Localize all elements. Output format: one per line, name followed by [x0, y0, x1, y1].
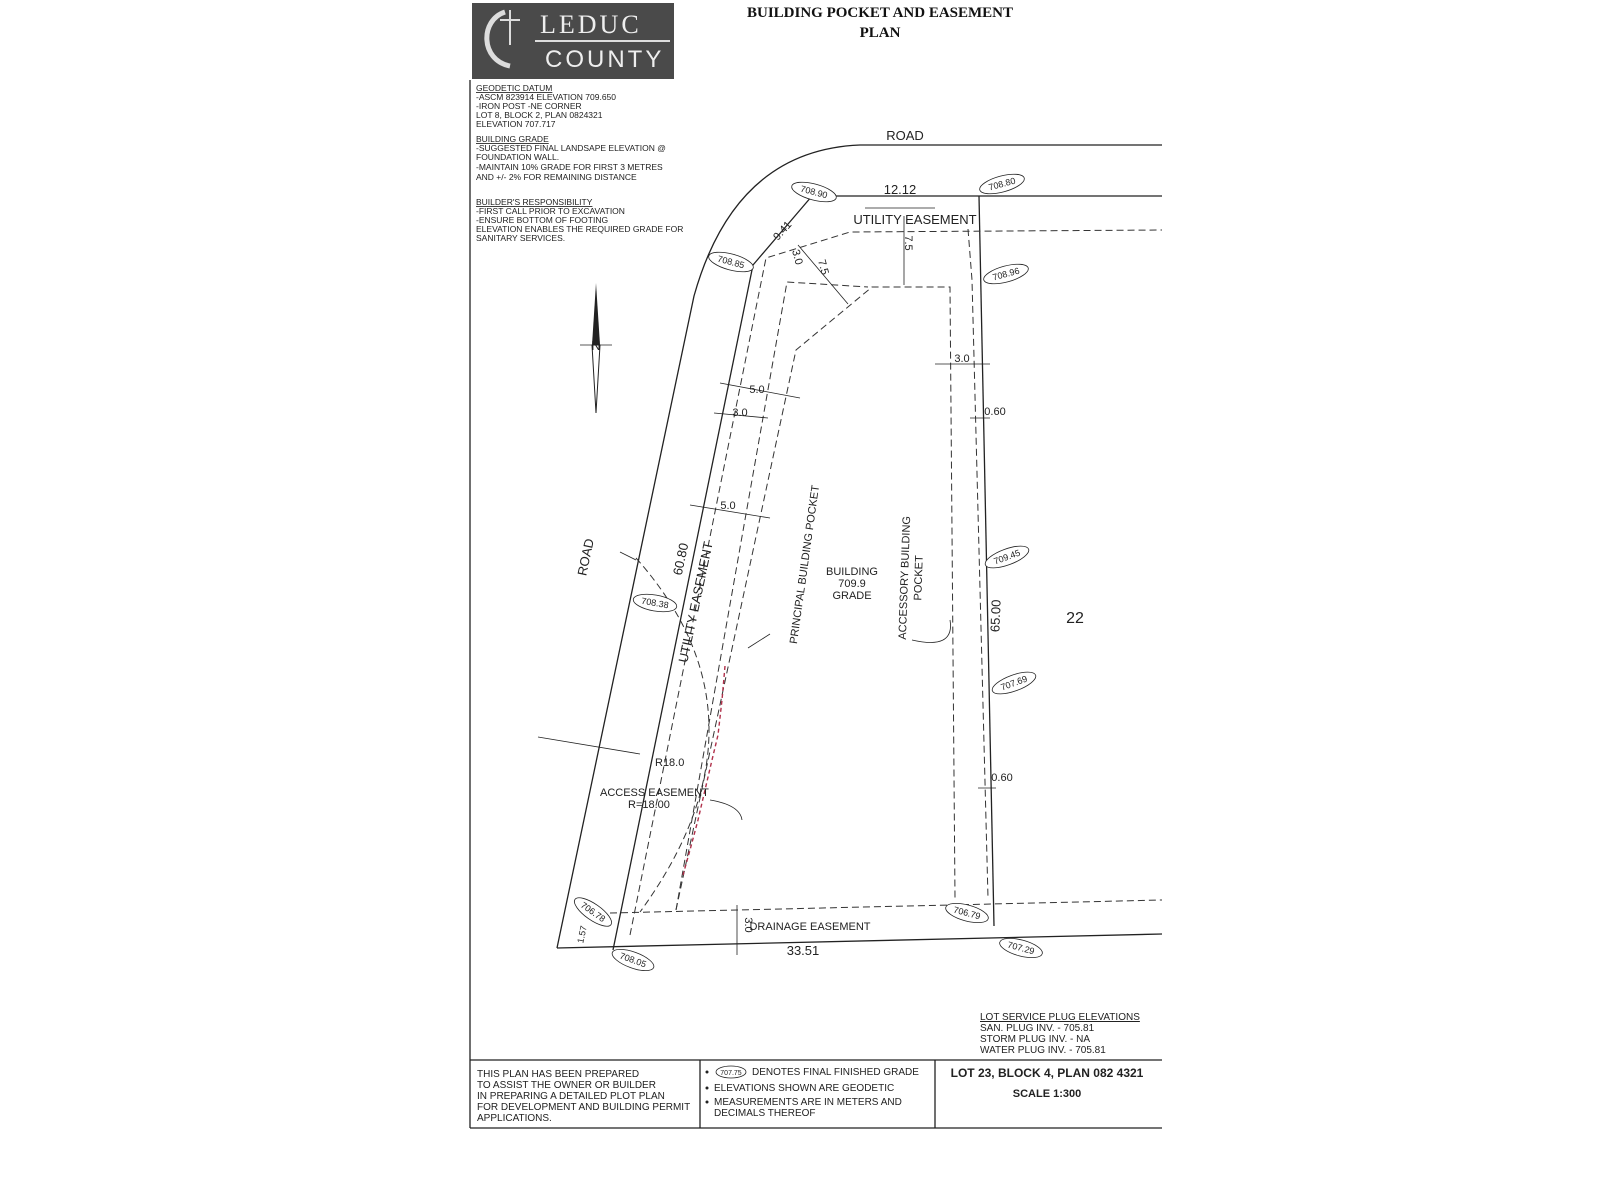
dim-west-3: 3.0 — [732, 407, 747, 419]
plan-title-line2: PLAN — [860, 25, 901, 41]
dim-chamfer-3: 3.0 — [789, 248, 805, 266]
dim-sw-small: 1.57 — [575, 925, 588, 944]
logo-text-county: COUNTY — [545, 46, 664, 73]
drainage-easement-label: DRAINAGE EASEMENT — [749, 921, 870, 933]
building-grade-value: 709.9 — [838, 578, 866, 590]
elevation-marker: 708.38 — [632, 593, 678, 613]
dim-top-easement: 7.5 — [902, 235, 914, 250]
builder-line: ELEVATION ENABLES THE REQUIRED GRADE FOR — [476, 224, 683, 234]
legend-finished-grade: DENOTES FINAL FINISHED GRADE — [752, 1067, 919, 1078]
elevation-marker: 706.78 — [574, 897, 612, 927]
road-label-top: ROAD — [886, 128, 924, 143]
north-arrow-icon: N — [580, 283, 612, 414]
elevation-marker: 707.69 — [991, 671, 1037, 695]
access-easement-label: ACCESS EASEMENT — [600, 787, 709, 799]
road-label-left: ROAD — [574, 537, 596, 577]
builder-heading: BUILDER'S RESPONSIBILITY — [476, 197, 593, 207]
elevation-marker: 708.05 — [611, 948, 655, 972]
legend-geodetic: ELEVATIONS SHOWN ARE GEODETIC — [714, 1083, 894, 1094]
geodetic-heading: GEODETIC DATUM — [476, 83, 552, 93]
legend-sample-elevation: 707.75 — [720, 1070, 742, 1077]
plan-title-line1: BUILDING POCKET AND EASEMENT — [747, 5, 1013, 21]
dim-left-frontage: 60.80 — [670, 542, 691, 577]
principal-building-pocket-label: PRINCIPAL BUILDING POCKET — [788, 484, 822, 645]
legend-measurements: MEASUREMENTS ARE IN METERS AND — [714, 1097, 902, 1108]
dim-south-side: 33.51 — [787, 943, 820, 958]
builder-line: -FIRST CALL PRIOR TO EXCAVATION — [476, 206, 625, 216]
grade-line: -MAINTAIN 10% GRADE FOR FIRST 3 METRES — [476, 162, 663, 172]
lot-service-plug-elevations: LOT SERVICE PLUG ELEVATIONS SAN. PLUG IN… — [980, 1012, 1140, 1056]
plug-heading: LOT SERVICE PLUG ELEVATIONS — [980, 1012, 1140, 1023]
dim-east-3: 3.0 — [954, 353, 969, 365]
neighbor-lot-number: 22 — [1066, 610, 1084, 627]
radius-label: R18.0 — [655, 757, 684, 769]
plan-scale: SCALE 1:300 — [1013, 1088, 1081, 1100]
building-grade-label: GRADE — [832, 590, 871, 602]
purpose-line: TO ASSIST THE OWNER OR BUILDER — [477, 1080, 656, 1091]
purpose-line: FOR DEVELOPMENT AND BUILDING PERMIT — [477, 1102, 690, 1113]
elevation-marker: 708.96 — [983, 263, 1029, 285]
grade-line: FOUNDATION WALL. — [476, 152, 559, 162]
plug-san: SAN. PLUG INV. - 705.81 — [980, 1023, 1095, 1034]
grade-line: -SUGGESTED FINAL LANDSAPE ELEVATION @ — [476, 143, 666, 153]
dim-west-5a: 5.0 — [749, 384, 764, 396]
easement-dashed-lines — [629, 228, 1163, 936]
dimension-ticks — [689, 207, 996, 955]
plug-water: WATER PLUG INV. - 705.81 — [980, 1045, 1106, 1056]
legend-decimals: DECIMALS THEREOF — [714, 1108, 816, 1119]
leduc-county-logo: LEDUC COUNTY — [472, 3, 674, 79]
north-label: N — [591, 338, 600, 353]
accessory-pocket-label-1: ACCESSORY BUILDING — [897, 516, 913, 640]
elevation-marker: 709.45 — [984, 545, 1030, 569]
title-block: THIS PLAN HAS BEEN PREPARED TO ASSIST TH… — [470, 1059, 1162, 1129]
builder-line: -ENSURE BOTTOM OF FOOTING — [476, 215, 608, 225]
building-label: BUILDING — [826, 566, 878, 578]
dim-east-060b: 0.60 — [991, 772, 1012, 784]
dim-top-frontage: 12.12 — [884, 182, 917, 197]
datum-notes: GEODETIC DATUM -ASCM 823914 ELEVATION 70… — [476, 83, 683, 243]
dim-drain-3: 3.0 — [742, 917, 754, 932]
accessory-pocket-label-2: POCKET — [912, 555, 926, 601]
geodetic-line: LOT 8, BLOCK 2, PLAN 0824321 — [476, 110, 603, 120]
elevation-marker: 708.85 — [708, 251, 754, 273]
dim-east-060a: 0.60 — [984, 406, 1005, 418]
lot-description: LOT 23, BLOCK 4, PLAN 082 4321 — [951, 1066, 1144, 1080]
dim-chamfer: 9.41 — [771, 219, 794, 243]
elevation-marker: 708.80 — [979, 173, 1025, 195]
elevation-marker: 708.90 — [791, 181, 837, 203]
dim-chamfer-75: 7.5 — [815, 258, 831, 276]
builder-line: SANITARY SERVICES. — [476, 233, 565, 243]
logo-text-leduc: LEDUC — [540, 10, 642, 39]
purpose-line: THIS PLAN HAS BEEN PREPARED — [477, 1069, 639, 1080]
access-easement-radius: R=18.00 — [628, 799, 670, 811]
purpose-line: APPLICATIONS. — [477, 1113, 552, 1124]
dim-east-side: 65.00 — [987, 599, 1003, 632]
utility-easement-top-label: UTILITY EASEMENT — [853, 212, 976, 227]
purpose-line: IN PREPARING A DETAILED PLOT PLAN — [477, 1091, 665, 1102]
geodetic-line: -ASCM 823914 ELEVATION 709.650 — [476, 92, 616, 102]
grade-line: AND +/- 2% FOR REMAINING DISTANCE — [476, 172, 637, 182]
geodetic-line: -IRON POST -NE CORNER — [476, 101, 582, 111]
grade-heading: BUILDING GRADE — [476, 134, 549, 144]
elevation-value: 708.38 — [641, 596, 670, 611]
elevation-marker: 707.29 — [999, 938, 1043, 958]
dim-west-5b: 5.0 — [720, 500, 735, 512]
elevation-marker: 706.79 — [945, 903, 989, 923]
geodetic-line: ELEVATION 707.717 — [476, 119, 556, 129]
plug-storm: STORM PLUG INV. - NA — [980, 1034, 1090, 1045]
lot-boundary — [537, 144, 1163, 951]
